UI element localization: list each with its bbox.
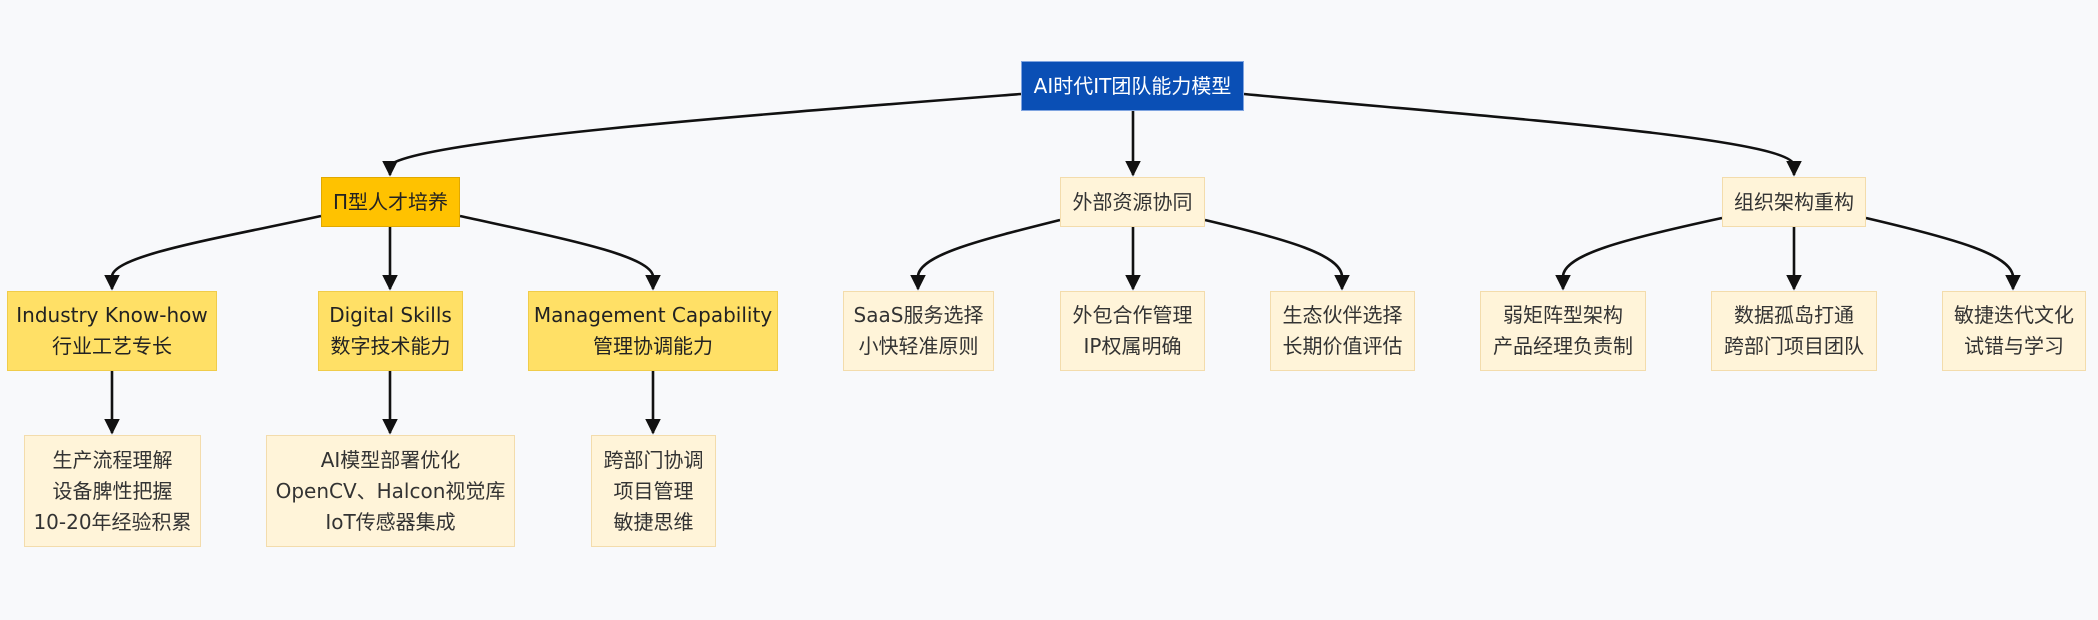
node-outsourcing-line-1: 外包合作管理 [1072, 303, 1193, 327]
node-digital: Digital Skills 数字技术能力 [318, 291, 463, 371]
node-outsourcing-line-2: IP权属明确 [1083, 334, 1182, 358]
node-industry-detail-line-1: 生产流程理解 [52, 447, 173, 472]
node-industry-detail-text: 生产流程理解 设备脾性把握 10-20年经验积累 [33, 445, 191, 538]
node-management-line-1: Management Capability [533, 303, 773, 327]
node-org: 组织架构重构 [1722, 177, 1866, 227]
node-management: Management Capability 管理协调能力 [528, 291, 778, 371]
node-pi-talent-text: Π型人才培养 [333, 187, 448, 218]
edge-root-to-org [1243, 92, 1802, 177]
edge-pi-talent-to-management [459, 214, 661, 291]
node-root: AI时代IT团队能力模型 [1021, 61, 1244, 111]
node-org-text: 组织架构重构 [1734, 187, 1854, 218]
node-external-text: 外部资源协同 [1073, 187, 1193, 218]
node-pi-talent-line-1: Π型人才培养 [332, 189, 449, 214]
node-saas-text: SaaS服务选择 小快轻准原则 [854, 300, 984, 362]
edge-external-to-ecosystem [1204, 218, 1350, 291]
node-ecosystem-text: 生态伙伴选择 长期价值评估 [1283, 300, 1403, 362]
node-industry: Industry Know-how 行业工艺专长 [7, 291, 217, 371]
node-saas-line-1: SaaS服务选择 [853, 303, 984, 327]
node-agile-text: 敏捷迭代文化 试错与学习 [1954, 300, 2074, 362]
node-saas-line-2: 小快轻准原则 [858, 334, 979, 358]
node-org-line-1: 组织架构重构 [1734, 189, 1854, 214]
node-industry-detail: 生产流程理解 设备脾性把握 10-20年经验积累 [24, 435, 201, 547]
edge-root-to-pi-talent [382, 92, 1022, 177]
node-saas: SaaS服务选择 小快轻准原则 [843, 291, 994, 371]
edge-org-to-agile [1865, 216, 2021, 291]
node-pi-talent: Π型人才培养 [321, 177, 460, 227]
node-industry-line-2: 行业工艺专长 [52, 334, 172, 358]
node-digital-detail-line-2: OpenCV、Halcon视觉库 [275, 478, 506, 503]
node-digital-detail-line-1: AI模型部署优化 [320, 447, 461, 472]
node-ecosystem-line-1: 生态伙伴选择 [1282, 303, 1403, 327]
node-agile-line-1: 敏捷迭代文化 [1954, 303, 2074, 327]
node-digital-detail-line-3: IoT传感器集成 [325, 509, 456, 534]
node-digital-text: Digital Skills 数字技术能力 [329, 300, 452, 362]
node-digital-detail: AI模型部署优化 OpenCV、Halcon视觉库 IoT传感器集成 [266, 435, 515, 547]
node-matrix-text: 弱矩阵型架构 产品经理负责制 [1493, 300, 1633, 362]
node-digital-line-1: Digital Skills [329, 303, 452, 327]
node-management-detail: 跨部门协调 项目管理 敏捷思维 [591, 435, 716, 547]
node-agile-line-2: 试错与学习 [1964, 334, 2064, 358]
node-agile: 敏捷迭代文化 试错与学习 [1942, 291, 2086, 371]
node-industry-detail-line-2: 设备脾性把握 [52, 478, 173, 503]
node-ecosystem: 生态伙伴选择 长期价值评估 [1270, 291, 1415, 371]
node-root-line-1: AI时代IT团队能力模型 [1033, 73, 1232, 98]
edge-external-to-saas [910, 218, 1061, 291]
node-data-silo: 数据孤岛打通 跨部门项目团队 [1711, 291, 1877, 371]
edge-org-to-matrix [1555, 216, 1723, 291]
node-management-detail-text: 跨部门协调 项目管理 敏捷思维 [604, 445, 704, 538]
node-digital-line-2: 数字技术能力 [330, 334, 451, 358]
node-management-line-2: 管理协调能力 [592, 334, 713, 358]
node-digital-detail-text: AI模型部署优化 OpenCV、Halcon视觉库 IoT传感器集成 [276, 445, 506, 538]
node-root-text: AI时代IT团队能力模型 [1034, 71, 1232, 102]
node-management-detail-line-1: 跨部门协调 [603, 447, 704, 472]
node-management-detail-line-2: 项目管理 [613, 478, 694, 503]
node-matrix-line-1: 弱矩阵型架构 [1503, 303, 1623, 327]
node-industry-line-1: Industry Know-how [16, 303, 208, 327]
node-ecosystem-line-2: 长期价值评估 [1282, 334, 1403, 358]
node-outsourcing-text: 外包合作管理 IP权属明确 [1073, 300, 1193, 362]
node-management-detail-line-3: 敏捷思维 [613, 509, 694, 534]
node-industry-text: Industry Know-how 行业工艺专长 [16, 300, 208, 362]
node-outsourcing: 外包合作管理 IP权属明确 [1060, 291, 1205, 371]
edge-pi-talent-to-industry [104, 214, 322, 291]
node-management-text: Management Capability 管理协调能力 [534, 300, 772, 362]
node-matrix: 弱矩阵型架构 产品经理负责制 [1480, 291, 1646, 371]
node-external-line-1: 外部资源协同 [1072, 189, 1193, 214]
node-industry-detail-line-3: 10-20年经验积累 [33, 509, 192, 534]
node-data-silo-line-1: 数据孤岛打通 [1734, 303, 1854, 327]
node-data-silo-text: 数据孤岛打通 跨部门项目团队 [1724, 300, 1864, 362]
node-external: 外部资源协同 [1060, 177, 1205, 227]
node-matrix-line-2: 产品经理负责制 [1493, 334, 1633, 358]
node-data-silo-line-2: 跨部门项目团队 [1724, 334, 1864, 358]
